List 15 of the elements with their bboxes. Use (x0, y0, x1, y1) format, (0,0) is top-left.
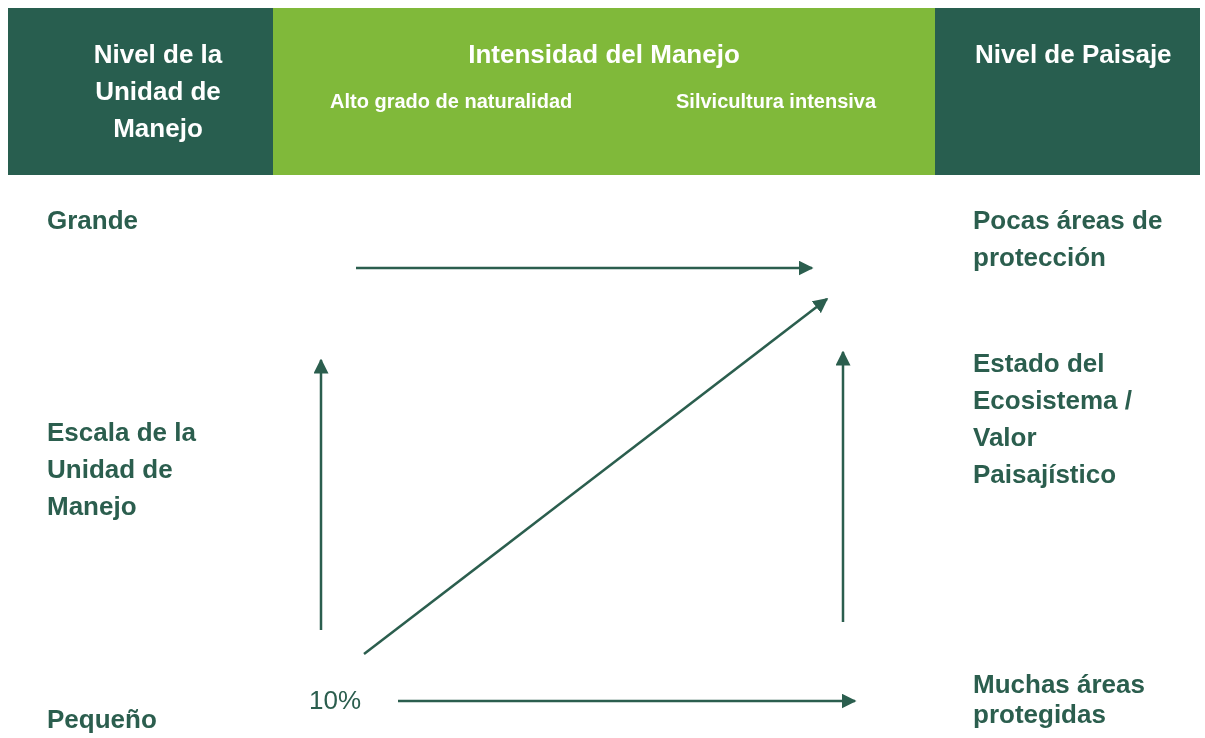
header-title: Nivel de la Unidad de Manejo (92, 38, 224, 145)
header-subtitle: Silvicultura intensiva (676, 90, 877, 113)
header-band (935, 8, 1200, 175)
axis-label: Estado del Ecosistema / Valor Paisajístico (973, 347, 1133, 491)
percent-label: 10% (309, 684, 363, 717)
axis-label: Pequeño (47, 703, 158, 736)
axis-label: Muchas áreas protegidas (973, 669, 1146, 729)
header-band (273, 8, 935, 175)
axis-label: Escala de la Unidad de Manejo (47, 416, 197, 523)
axis-label: Grande (47, 204, 140, 237)
header-title: Nivel de Paisaje (975, 38, 1172, 71)
header-subtitle: Alto grado de naturalidad (330, 90, 573, 113)
header-band (8, 8, 273, 175)
axis-label: Pocas áreas de protección (973, 204, 1164, 274)
header-title: Intensidad del Manejo (467, 38, 741, 71)
